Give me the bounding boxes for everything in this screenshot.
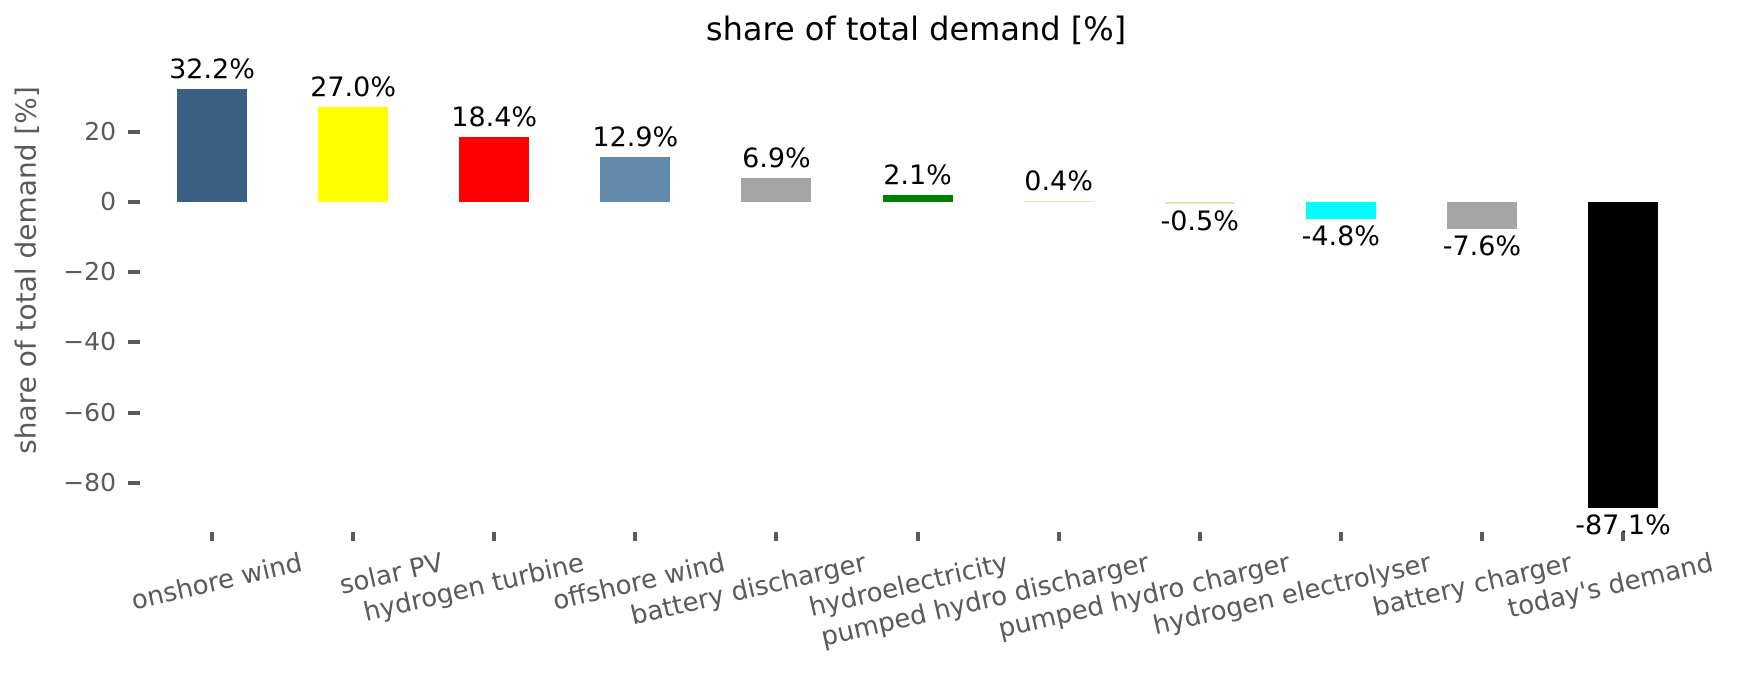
x-tick-mark [210,532,214,541]
bar-hydrogen-electrolyser [1305,202,1376,219]
bar-value-label: 32.2% [169,53,255,85]
y-tick-label: −80 [63,467,116,497]
y-tick-mark [128,129,140,134]
chart-title: share of total demand [%] [705,10,1127,48]
bar-battery-charger [1446,202,1517,229]
bar-value-label: -4.8% [1301,220,1380,252]
bar-hydrogen-turbine [459,137,530,202]
bar-value-label: 0.4% [1024,165,1093,197]
bar-value-label: 18.4% [451,102,538,134]
bar-value-label: -0.5% [1160,205,1239,237]
bar-hydroelectricity [882,194,953,202]
bar-value-label: 27.0% [310,72,396,104]
x-tick-mark [1197,532,1202,541]
x-tick-mark [1338,532,1343,541]
bar-value-label: -7.6% [1442,230,1522,262]
bar-battery-discharger [741,177,812,202]
x-tick-mark [774,532,779,541]
bar-value-label: 12.9% [592,121,679,153]
x-tick-mark [915,532,920,541]
bar-today-s-demand [1588,202,1658,508]
y-tick-label: −20 [63,257,116,287]
y-tick-label: 20 [84,116,116,146]
y-tick-mark [128,200,140,204]
x-tick-mark [351,532,356,541]
x-tick-mark [1621,532,1625,541]
y-tick-label: −60 [63,397,116,427]
y-tick-label: −40 [63,327,116,357]
bar-onshore-wind [177,88,247,202]
bar-pumped-hydro-discharger [1023,200,1094,202]
x-tick-mark [1479,532,1484,541]
bar-offshore-wind [600,156,671,202]
bar-value-label: 2.1% [883,159,952,191]
y-tick-mark [128,270,140,275]
x-tick-mark [1056,532,1061,541]
x-tick-mark [633,532,638,541]
bar-pumped-hydro-charger [1164,202,1235,204]
bar-value-label: 6.9% [742,142,811,174]
y-tick-mark [128,340,140,345]
x-tick-mark [492,532,497,541]
y-tick-mark [128,480,140,485]
bar-solar-pv [318,107,389,202]
y-tick-label: 0 [100,187,116,216]
y-tick-mark [128,410,140,415]
